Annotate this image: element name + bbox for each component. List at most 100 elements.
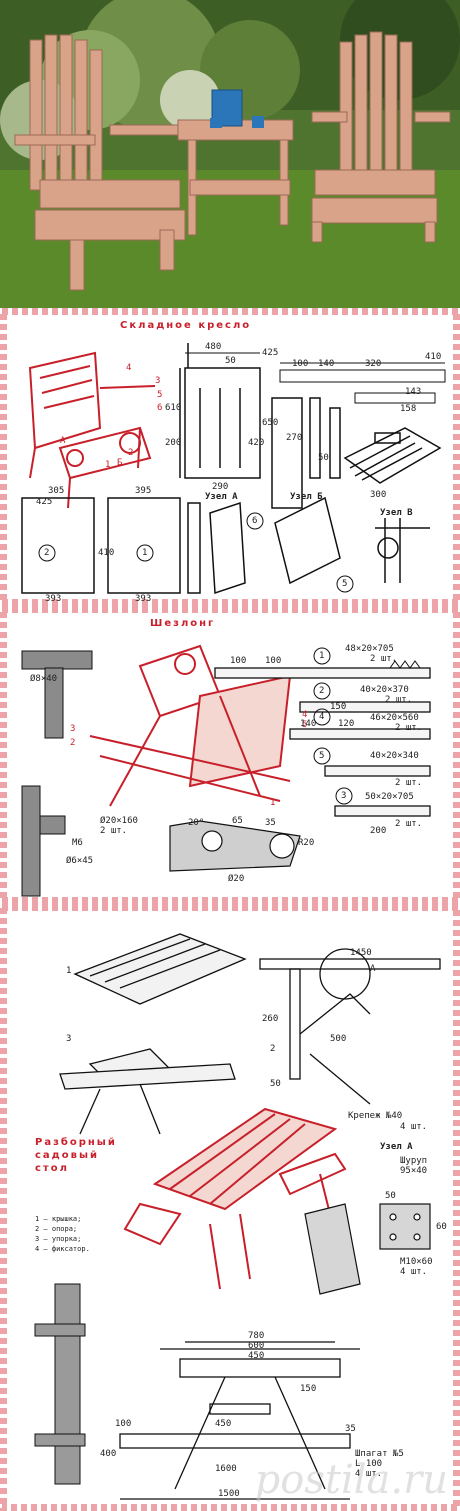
dim-label: 450 (248, 1351, 265, 1361)
legend-item: 2 — опора; (35, 1225, 78, 1233)
part-label-6: 6 (157, 403, 163, 413)
dim-label: 410 (425, 352, 442, 362)
note-label: 4 шт. (355, 1469, 383, 1479)
part-label-b: Б (117, 458, 123, 468)
dim-label: 35 (345, 1424, 356, 1434)
dim-label: 50 (225, 356, 236, 366)
dim-label: 50 (385, 1191, 396, 1201)
node-a-label: Узел А (380, 1142, 413, 1152)
title-line: садовый (35, 1150, 99, 1161)
beam-qty: 2 шт. (395, 819, 423, 829)
circle-number: 2 (44, 548, 50, 558)
beam-spec: 50×20×705 (365, 792, 414, 802)
circle-number: 3 (66, 1034, 72, 1044)
note-label: Ø6×45 (66, 856, 94, 866)
beam-qty: 2 шт. (370, 654, 398, 664)
dim-label: 1600 (215, 1464, 237, 1474)
note-label: 95×40 (400, 1166, 428, 1176)
dim-label: 650 (262, 418, 279, 428)
dim-label: 158 (400, 404, 417, 414)
dim-label: 120 (338, 719, 355, 729)
note-label: 2 шт. (100, 826, 128, 836)
part-label-2: 2 (128, 448, 134, 458)
note-label: Крепеж №40 (348, 1111, 403, 1121)
legend-item: 3 — упорка; (35, 1235, 82, 1243)
note-label: 4 шт. (400, 1122, 428, 1132)
dim-label: 320 (365, 359, 382, 369)
dim-label: 400 (100, 1449, 117, 1459)
dim-label: 395 (135, 486, 152, 496)
dim-label: 420 (248, 438, 265, 448)
profile-dim: 20° (188, 818, 205, 828)
beam-number: 3 (341, 791, 347, 801)
dim-label: 600 (248, 1341, 265, 1351)
note-label: Шуруп (400, 1156, 428, 1166)
part-label-1: 1 (270, 798, 276, 808)
legend-item: 1 — крышка; (35, 1215, 82, 1223)
deck-chair-title: Шезлонг (150, 618, 216, 629)
dim-label: 425 (36, 497, 53, 507)
folding-chair-drawing (0, 308, 460, 606)
part-label-5: 5 (302, 720, 308, 730)
dim-label: 450 (215, 1419, 232, 1429)
garden-table-title: Разборный садовый стол (35, 1136, 117, 1175)
beam-spec: 48×20×705 (345, 644, 394, 654)
part-label-5: 5 (157, 390, 163, 400)
dim-label: 100 (115, 1419, 132, 1429)
dim-label: 270 (286, 433, 303, 443)
beam-number: 1 (319, 651, 325, 661)
beam-spec: 46×20×560 (370, 713, 419, 723)
note-label: Ø8×40 (30, 674, 58, 684)
beam-number: 2 (319, 686, 325, 696)
beam-number: 4 (319, 712, 325, 722)
dim-label: 143 (405, 387, 422, 397)
profile-dim: Ø20 (228, 874, 245, 884)
dim-label: 260 (262, 1014, 279, 1024)
note-label: М6 (72, 838, 83, 848)
beam-spec: 40×20×340 (370, 751, 419, 761)
part-label-3: 3 (70, 724, 76, 734)
dim-label: 100 (292, 359, 309, 369)
dim-label: 150 (300, 1384, 317, 1394)
circle-number: 1 (66, 966, 72, 976)
beam-number: 5 (319, 751, 325, 761)
note-label: Ø20×160 (100, 816, 138, 826)
part-label-4: 4 (302, 710, 308, 720)
part-label-1: 1 (105, 460, 111, 470)
dim-label: 393 (135, 594, 152, 604)
note-label: 4 шт. (400, 1267, 428, 1277)
dim-label: А (370, 964, 376, 974)
dim-label: 480 (205, 342, 222, 352)
part-label-2: 2 (70, 738, 76, 748)
dim-label: 410 (98, 548, 115, 558)
part-label-a: А (60, 436, 66, 446)
deck-chair-sheet: Шезлонг 4 5 3 2 1 Ø8×40 М6 Ø6×45 Ø20×160… (0, 606, 460, 904)
dim-label: 140 (318, 359, 335, 369)
node-a-label: Узел А (205, 492, 238, 502)
circle-number: 2 (270, 1044, 276, 1054)
profile-dim: 65 (232, 816, 243, 826)
dim-label: 610 (165, 403, 182, 413)
legend-item: 4 — фиксатор. (35, 1245, 90, 1253)
dim-label: 425 (262, 348, 279, 358)
beam-qty: 2 шт. (395, 723, 423, 733)
legend: 1 — крышка; 2 — опора; 3 — упорка; 4 — ф… (35, 1214, 90, 1254)
dim-label: 200 (165, 438, 182, 448)
circle-number: 6 (252, 516, 258, 526)
dim-label: 50 (270, 1079, 281, 1089)
photo-illustration (0, 0, 460, 308)
garden-table-drawing (0, 904, 460, 1511)
beam-qty: 2 шт. (395, 778, 423, 788)
circle-number: 5 (342, 579, 348, 589)
beam-qty: 2 шт. (385, 695, 413, 705)
part-label-4: 4 (126, 363, 132, 373)
profile-dim: R20 (298, 838, 315, 848)
dim-label: 100 (265, 656, 282, 666)
dim-label: 1500 (218, 1489, 240, 1499)
folding-chair-sheet: Складное кресло 4 3 5 6 А 1 Б 2 410 100 … (0, 308, 460, 606)
dim-label: 150 (330, 702, 347, 712)
deck-chair-drawing (0, 606, 460, 904)
garden-table-sheet: Разборный садовый стол 1 — крышка; 2 — о… (0, 904, 460, 1511)
garden-furniture-photo (0, 0, 460, 308)
dim-label: 60 (436, 1222, 447, 1232)
